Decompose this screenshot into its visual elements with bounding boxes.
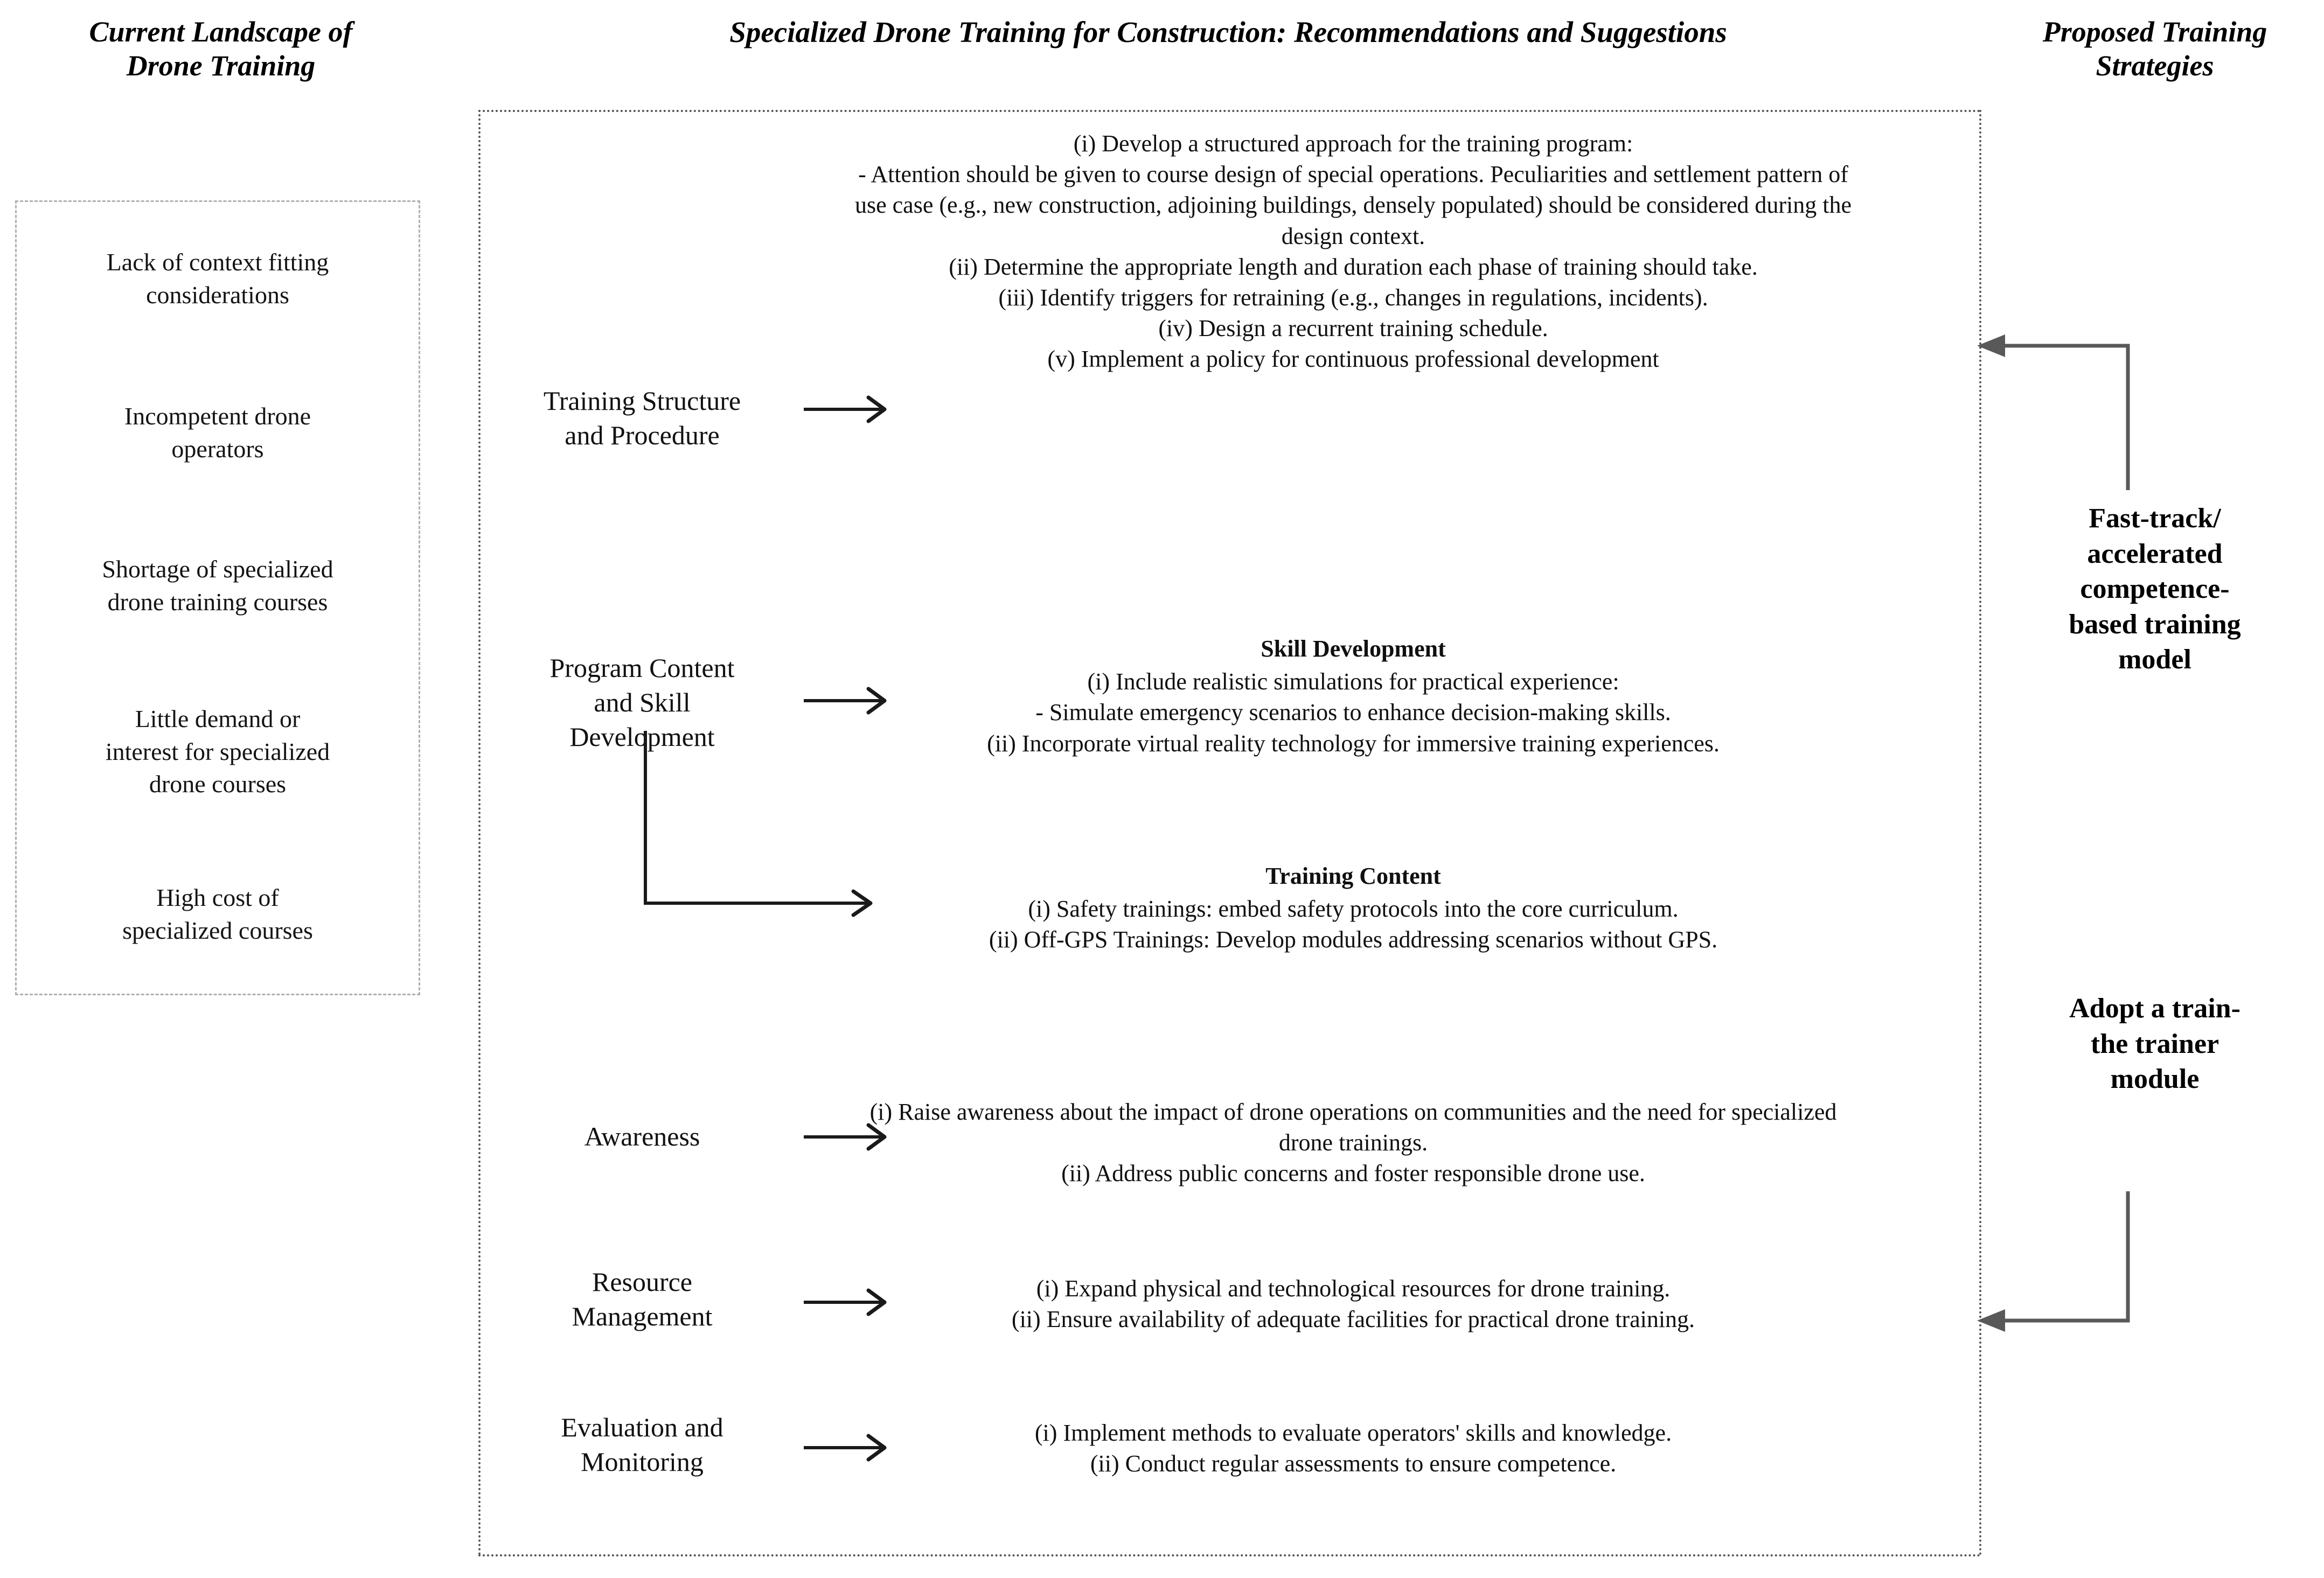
arrow-right-icon <box>803 1432 894 1464</box>
recommendation-body: (i) Include realistic simulations for pr… <box>987 668 1720 757</box>
elbow-arrow-icon <box>642 729 890 923</box>
arrow-right-icon <box>803 1121 894 1153</box>
recommendation-body-group: Training Content (i) Safety trainings: e… <box>852 861 1854 955</box>
arrow-right-icon <box>803 393 894 425</box>
recommendation-body: (i) Develop a structured approach for th… <box>854 130 1852 373</box>
recommendation-body-group: Skill Development (i) Include realistic … <box>852 633 1854 759</box>
recommendation-subhead: Skill Development <box>1261 636 1446 662</box>
recommendation-subhead: Training Content <box>1265 863 1441 889</box>
arrow-right-icon <box>803 685 894 717</box>
arrow-left-icon <box>1972 334 2187 495</box>
arrow-left-icon <box>1972 1185 2187 1357</box>
recommendation-label: Awareness <box>584 1121 700 1151</box>
recommendation-body: (i) Expand physical and technological re… <box>1011 1275 1695 1333</box>
recommendation-body: (i) Implement methods to evaluate operat… <box>1034 1420 1672 1477</box>
arrow-right-icon <box>803 1286 894 1318</box>
recommendation-body: (i) Safety trainings: embed safety proto… <box>989 896 1718 953</box>
recommendation-body: (i) Raise awareness about the impact of … <box>869 1099 1837 1187</box>
page-title-recommendations: Specialized Drone Training for Construct… <box>729 16 1727 48</box>
